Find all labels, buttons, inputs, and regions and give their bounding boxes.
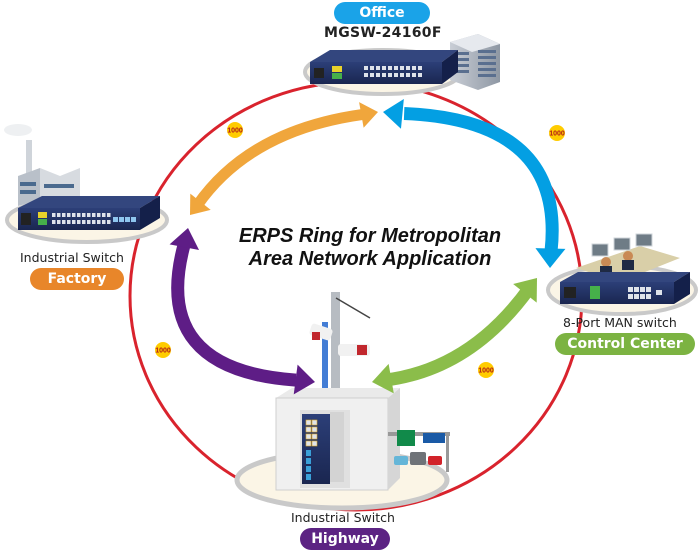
highway-location-pill: Highway bbox=[300, 528, 390, 550]
highway-device-label: Industrial Switch bbox=[291, 510, 395, 525]
control-highway-arrow bbox=[372, 278, 537, 394]
highway-signs-cars-icon bbox=[388, 430, 450, 472]
security-camera-icon bbox=[309, 323, 370, 356]
title-line-1: ERPS Ring for Metropolitan bbox=[238, 225, 502, 247]
link-speed-badge: 1000 bbox=[155, 342, 171, 358]
office-control-arrow bbox=[383, 98, 566, 268]
link-speed-value: 1000 bbox=[227, 128, 243, 135]
title-line-2: Area Network Application bbox=[248, 248, 492, 270]
highway-switch-icon bbox=[302, 412, 344, 484]
link-speed-badge: 1000 bbox=[478, 362, 494, 378]
arrow-head-icon bbox=[513, 278, 537, 303]
arrow-head-icon bbox=[293, 364, 315, 395]
arrow-head-icon bbox=[190, 193, 211, 215]
link-speed-value: 1000 bbox=[478, 368, 494, 375]
factory-device-label: Industrial Switch bbox=[20, 250, 124, 265]
control-location-pill: Control Center bbox=[555, 333, 695, 355]
link-speed-badge: 1000 bbox=[227, 122, 243, 138]
link-speed-badge: 1000 bbox=[549, 125, 565, 141]
factory-highway-arrow bbox=[169, 228, 315, 395]
traffic-arrows bbox=[169, 98, 566, 395]
arrow-head-icon bbox=[535, 248, 566, 268]
arrow-head-icon bbox=[383, 98, 404, 129]
control-device-label: 8-Port MAN switch bbox=[563, 315, 677, 330]
factory-building-icon bbox=[4, 124, 80, 206]
arrow-head-icon bbox=[359, 102, 378, 128]
link-speed-value: 1000 bbox=[155, 348, 171, 355]
office-location-pill: Office bbox=[334, 2, 430, 24]
office-device-label: MGSW-24160F bbox=[324, 25, 442, 41]
link-speed-value: 1000 bbox=[549, 131, 565, 138]
office-factory-arrow bbox=[190, 102, 378, 215]
office-switch-icon bbox=[310, 50, 458, 84]
control-switch-icon bbox=[560, 272, 690, 304]
link-speed-badges: 1000 1000 1000 1000 bbox=[155, 122, 565, 378]
camera-pole-icon bbox=[309, 292, 371, 422]
diagram-title: ERPS Ring for Metropolitan Area Network … bbox=[225, 225, 515, 271]
arrow-head-icon bbox=[169, 228, 200, 250]
factory-location-pill: Factory bbox=[30, 268, 124, 290]
office-building-icon bbox=[450, 34, 500, 90]
factory-switch-icon bbox=[18, 196, 160, 230]
arrow-head-icon bbox=[372, 363, 394, 394]
